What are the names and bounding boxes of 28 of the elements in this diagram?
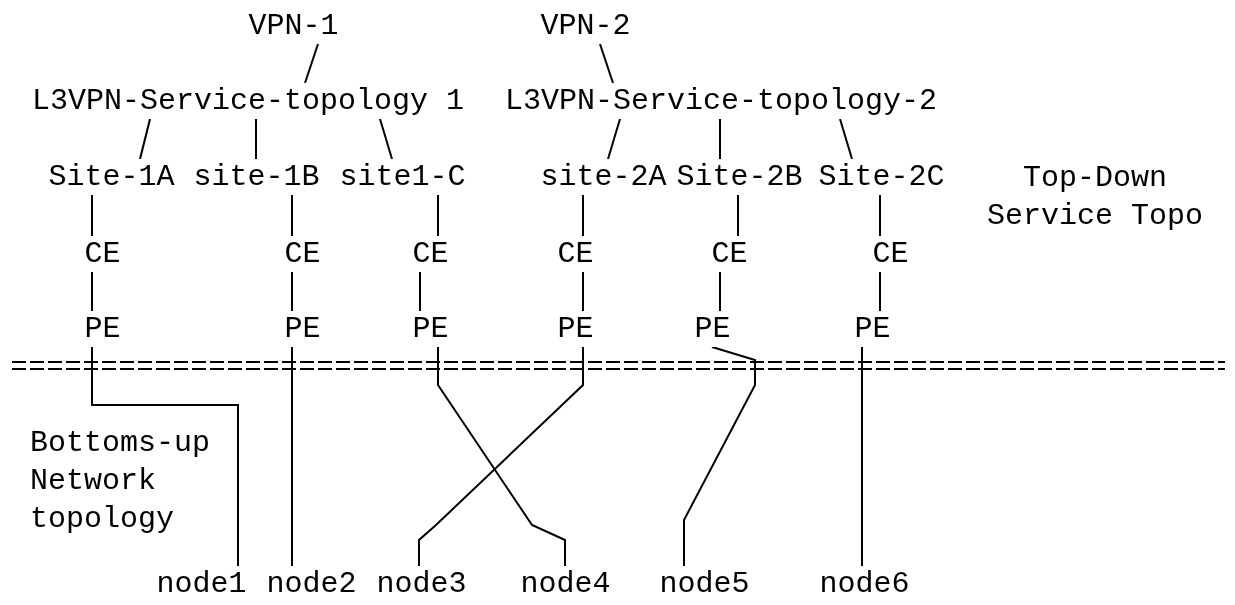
connector-line xyxy=(291,346,293,567)
connector-line xyxy=(91,271,93,312)
connector-line xyxy=(719,118,721,160)
connector-line xyxy=(437,194,439,237)
connector-line xyxy=(607,118,621,160)
connector-line xyxy=(304,43,319,84)
connector-line xyxy=(683,346,756,567)
connector-line xyxy=(91,194,93,237)
connector-line xyxy=(139,118,151,160)
connector-line xyxy=(719,271,721,312)
connector-line xyxy=(419,271,421,312)
connector-line xyxy=(291,271,293,312)
connector-line xyxy=(879,271,881,312)
connector-line xyxy=(437,346,566,567)
connector-line xyxy=(379,118,393,160)
network-topology-label: Top-Down Service Topo xyxy=(985,160,1204,235)
connector-line xyxy=(91,346,239,567)
connector-line xyxy=(582,194,584,237)
connector-line xyxy=(255,118,257,160)
connector-line xyxy=(737,194,739,237)
connector-line xyxy=(861,346,863,567)
connector-line xyxy=(839,118,853,160)
connector-line xyxy=(418,346,584,567)
connector-line xyxy=(582,271,584,312)
connector-line xyxy=(879,194,881,237)
connector-line xyxy=(599,43,614,84)
connector-line xyxy=(291,194,293,237)
network-topology-label: Bottoms-up Network topology xyxy=(30,425,212,538)
